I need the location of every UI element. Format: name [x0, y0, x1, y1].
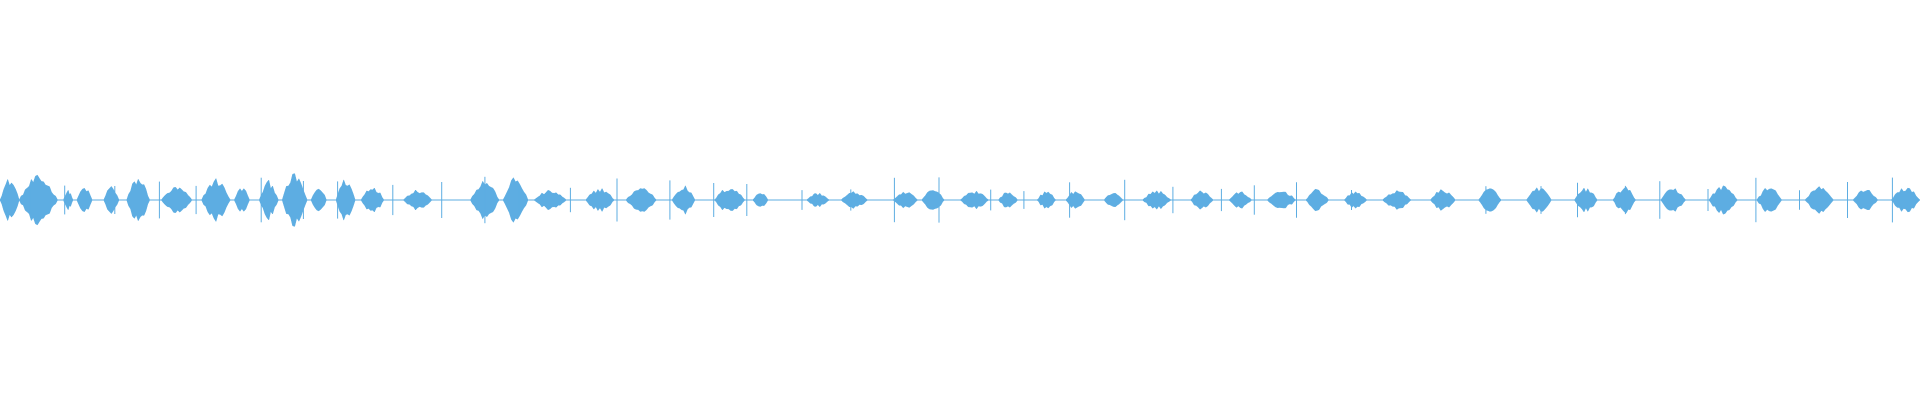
- waveform-segment: [1478, 188, 1502, 212]
- waveform-segment: [921, 190, 945, 210]
- waveform-segment: [1343, 191, 1368, 209]
- waveform-segment: [1660, 188, 1687, 212]
- waveform-segment: [1103, 193, 1124, 207]
- waveform-segment: [1708, 185, 1738, 215]
- waveform-segment: [335, 179, 356, 221]
- waveform-segment: [713, 189, 746, 211]
- waveform-segment: [1804, 186, 1834, 214]
- waveform-segment: [959, 190, 990, 210]
- waveform-segment: [752, 193, 769, 207]
- waveform-segment: [281, 173, 308, 227]
- waveform-segment: [840, 191, 869, 209]
- waveform-segment: [402, 189, 433, 211]
- waveform-segment: [1756, 187, 1783, 213]
- waveform-segment: [1305, 188, 1329, 212]
- waveform-segment: [1574, 187, 1598, 213]
- waveform-segment: [998, 192, 1018, 208]
- waveform-segment: [502, 177, 529, 223]
- waveform-segment: [18, 174, 58, 226]
- waveform-segment: [103, 186, 120, 214]
- waveform-shape-group: [0, 173, 1920, 227]
- waveform-segment: [1612, 186, 1637, 214]
- waveform-segment: [805, 192, 830, 208]
- waveform-segment: [76, 187, 93, 213]
- waveform-segment: [63, 189, 74, 211]
- waveform-segment: [1852, 190, 1879, 210]
- waveform-segment: [533, 189, 567, 211]
- waveform-segment: [1266, 191, 1297, 209]
- waveform-segment: [1036, 191, 1057, 209]
- waveform-segment: [1228, 191, 1253, 209]
- waveform-segment: [625, 188, 657, 212]
- waveform-segment: [1890, 187, 1920, 213]
- waveform-segment: [126, 178, 151, 222]
- waveform-segment: [1526, 187, 1552, 213]
- waveform-segment: [1190, 190, 1214, 210]
- waveform-segment: [892, 191, 919, 209]
- waveform-segment: [310, 188, 327, 212]
- waveform-segment: [233, 188, 250, 212]
- waveform-segment: [585, 187, 615, 213]
- waveform-segment: [258, 179, 279, 221]
- waveform-segment: [1142, 190, 1172, 210]
- waveform-segment: [160, 187, 193, 213]
- waveform-segment: [201, 177, 231, 223]
- waveform-segment: [671, 185, 696, 215]
- waveform-segment: [0, 178, 20, 222]
- waveform-segment: [1065, 191, 1086, 209]
- waveform-segment: [360, 187, 385, 213]
